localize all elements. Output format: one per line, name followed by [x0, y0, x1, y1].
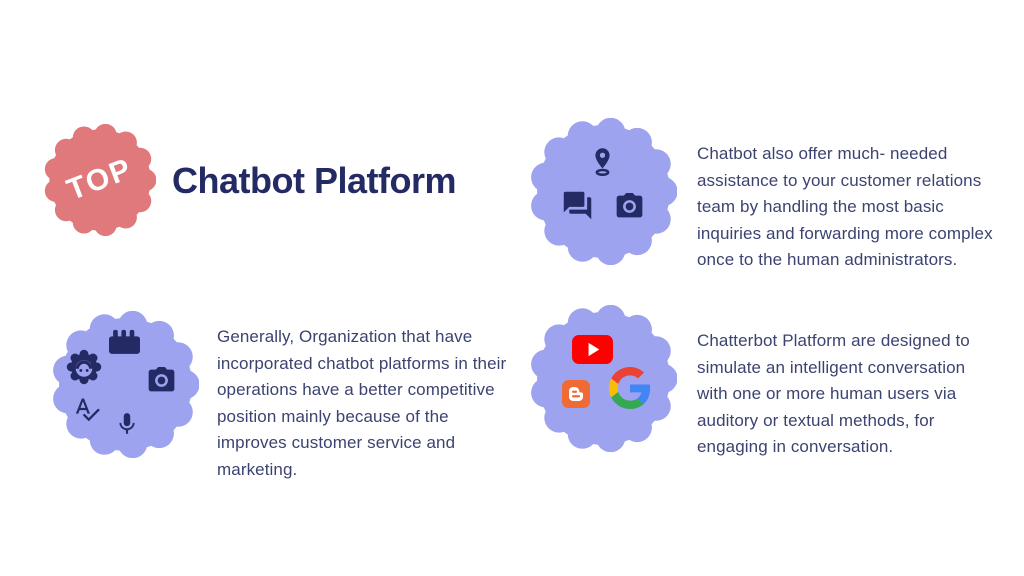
face-retouch-icon	[66, 349, 102, 385]
google-icon	[609, 367, 651, 409]
microphone-icon	[114, 411, 140, 437]
top-badge: TOP	[44, 123, 157, 237]
youtube-icon	[572, 335, 613, 364]
paragraph-customer-relations: Chatbot also offer much- needed assistan…	[697, 144, 993, 270]
chat-bubbles-icon	[561, 189, 594, 222]
pin-drop-icon	[589, 146, 616, 178]
blob-scallop-shape	[530, 117, 678, 266]
icon-blob-platform-design	[530, 304, 678, 453]
clapperboard-icon	[109, 329, 140, 355]
page-title: Chatbot Platform	[172, 160, 457, 201]
spellcheck-icon	[73, 395, 101, 423]
blob-scallop-shape	[530, 304, 678, 453]
blogger-icon	[562, 380, 590, 408]
badge-scallop-shape	[44, 123, 157, 237]
camera-icon	[614, 193, 645, 220]
icon-blob-customer-relations	[530, 117, 678, 266]
paragraph-platform-design: Chatterbot Platform are designed to simu…	[697, 331, 970, 457]
camera-icon	[146, 367, 177, 394]
icon-blob-competitive-position	[52, 310, 200, 459]
paragraph-competitive-position: Generally, Organization that have incorp…	[217, 327, 507, 479]
